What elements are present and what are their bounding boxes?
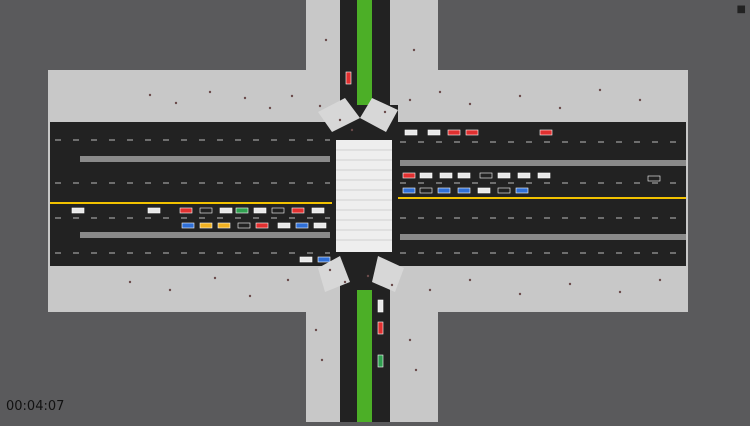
vehicle: [540, 130, 552, 135]
settings-icon[interactable]: ■: [737, 4, 746, 15]
vehicle: [518, 173, 530, 178]
vehicle: [180, 208, 192, 213]
vehicle: [478, 188, 490, 193]
vehicle: [200, 223, 212, 228]
vehicle: [405, 130, 417, 135]
vehicle: [648, 176, 660, 181]
vehicle: [148, 208, 160, 213]
vehicle: [458, 188, 470, 193]
vehicle: [220, 208, 232, 213]
vehicle: [378, 322, 383, 334]
vehicle: [440, 173, 452, 178]
vehicle: [403, 173, 415, 178]
vehicle: [458, 173, 470, 178]
vehicle: [378, 300, 383, 312]
vehicle: [256, 223, 268, 228]
vehicle: [428, 130, 440, 135]
vehicle: [498, 173, 510, 178]
vehicle: [278, 223, 290, 228]
vehicle: [200, 208, 212, 213]
vehicle: [182, 223, 194, 228]
vehicle: [346, 72, 351, 84]
vehicle: [516, 188, 528, 193]
vehicle: [448, 130, 460, 135]
vehicle: [314, 223, 326, 228]
vehicle: [272, 208, 284, 213]
vehicle: [312, 208, 324, 213]
vehicle: [378, 355, 383, 367]
vehicle: [236, 208, 248, 213]
vehicle: [254, 208, 266, 213]
vehicle: [498, 188, 510, 193]
vehicle: [420, 173, 432, 178]
vehicle: [296, 223, 308, 228]
vehicle: [538, 173, 550, 178]
vehicle: [292, 208, 304, 213]
vehicle: [466, 130, 478, 135]
simulation-timer: 00:04:07: [6, 399, 64, 414]
vehicle: [300, 257, 312, 262]
vehicle: [318, 257, 330, 262]
vehicle: [480, 173, 492, 178]
vehicle: [72, 208, 84, 213]
vehicle: [420, 188, 432, 193]
vehicle: [403, 188, 415, 193]
vehicle: [218, 223, 230, 228]
vehicle: [238, 223, 250, 228]
vehicle: [438, 188, 450, 193]
